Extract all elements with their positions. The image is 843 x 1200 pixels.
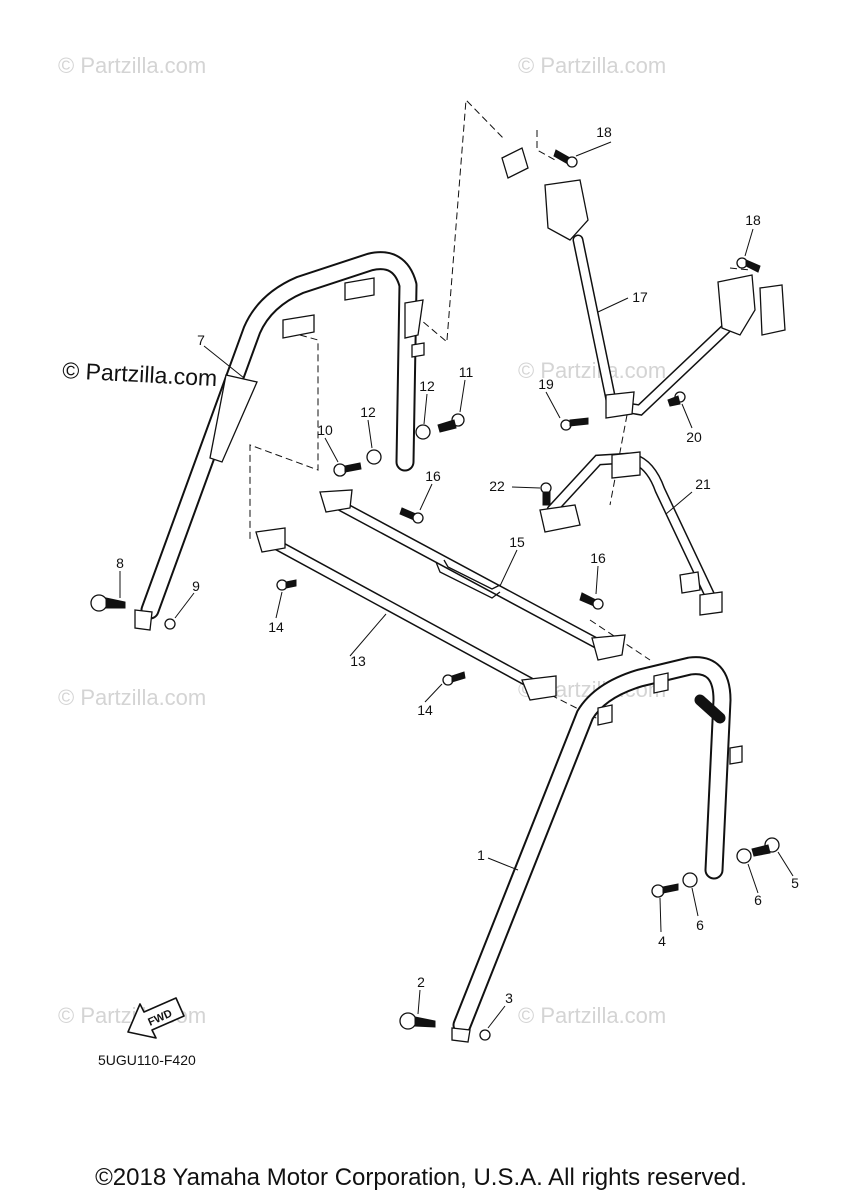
- callout-15: 15: [509, 534, 525, 550]
- part-13-cross-bar: [255, 527, 557, 701]
- callout-18-top: 18: [596, 124, 612, 140]
- watermark-top-left: © Partzilla.com: [58, 53, 206, 78]
- callout-21: 21: [695, 476, 711, 492]
- callout-16-right: 16: [590, 550, 606, 566]
- watermark-lower-left: © Partzilla.com: [58, 685, 206, 710]
- callout-5: 5: [791, 875, 799, 891]
- callout-3: 3: [505, 990, 513, 1006]
- leader-lines: [119, 141, 794, 1029]
- callout-12-left: 12: [360, 404, 376, 420]
- callout-9: 9: [192, 578, 200, 594]
- callout-7: 7: [197, 332, 205, 348]
- callout-13: 13: [350, 653, 366, 669]
- callout-14-left: 14: [268, 619, 284, 635]
- callout-12-right: 12: [419, 378, 435, 394]
- diagram-code: 5UGU110-F420: [98, 1052, 196, 1068]
- part-7-rear-roll-bar: [134, 251, 425, 631]
- callout-6-left: 6: [696, 917, 704, 933]
- part-21-lower-brace: [539, 451, 723, 616]
- callout-16-left: 16: [425, 468, 441, 484]
- callout-numbers: 7 8 9 10 12 12 11 16 15 16 14 13 14 18 1…: [116, 124, 799, 1006]
- assembly-guide-lines: [249, 98, 751, 721]
- callout-18-right: 18: [745, 212, 761, 228]
- watermark-bottom-right: © Partzilla.com: [518, 1003, 666, 1028]
- part-1-front-roll-bar: [451, 656, 743, 1043]
- callout-22: 22: [489, 478, 505, 494]
- callout-17: 17: [632, 289, 648, 305]
- part-17-upper-brace: [501, 147, 786, 419]
- hardware: [90, 149, 780, 1041]
- watermark-top-right: © Partzilla.com: [518, 53, 666, 78]
- callout-14-right: 14: [417, 702, 433, 718]
- watermark-mid-right: © Partzilla.com: [518, 358, 666, 383]
- callout-1: 1: [477, 847, 485, 863]
- callout-19: 19: [538, 376, 554, 392]
- callout-2: 2: [417, 974, 425, 990]
- callout-8: 8: [116, 555, 124, 571]
- callout-6-right: 6: [754, 892, 762, 908]
- copyright-footer: ©2018 Yamaha Motor Corporation, U.S.A. A…: [95, 1164, 747, 1191]
- fwd-arrow-icon: FWD: [127, 997, 185, 1039]
- callout-11: 11: [459, 364, 474, 380]
- callout-4: 4: [658, 933, 666, 949]
- watermark-feature: © Partzilla.com: [62, 357, 218, 391]
- callout-10: 10: [317, 422, 333, 438]
- callout-20: 20: [686, 429, 702, 445]
- part-15-cross-bar-handle: [319, 489, 626, 661]
